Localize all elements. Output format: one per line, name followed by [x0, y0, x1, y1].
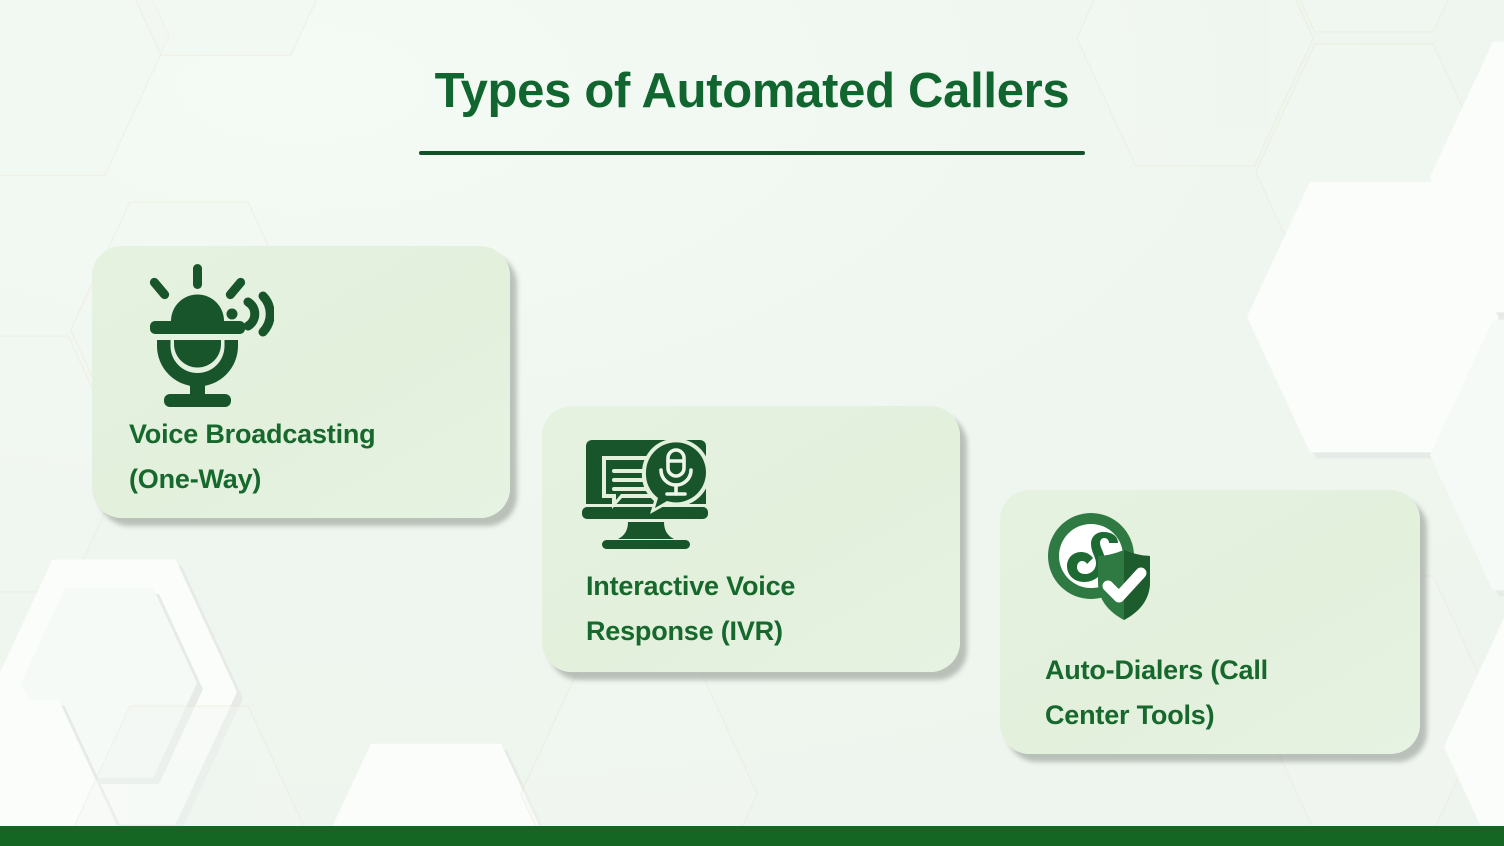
- hexagon-shape: [1444, 611, 1504, 846]
- title-block: Types of Automated Callers: [0, 62, 1504, 155]
- bottom-accent-bar: [0, 826, 1504, 846]
- hexagon-outline: [96, 0, 356, 57]
- microphone-broadcast-icon: [124, 258, 275, 413]
- card-label: Auto-Dialers (Call Center Tools): [1045, 655, 1268, 730]
- hexagon-shadow: [1450, 617, 1504, 846]
- card-label: Voice Broadcasting (One-Way): [129, 419, 376, 494]
- hexagon-shadow: [0, 705, 126, 846]
- card-voice-broadcasting[interactable]: Voice Broadcasting (One-Way): [92, 246, 510, 518]
- hexagon-shadow: [0, 565, 243, 831]
- hexagon-shape: [0, 699, 120, 846]
- title-underline-rule: [419, 151, 1085, 155]
- hexagon-shape: [0, 559, 237, 825]
- phone-shield-check-icon: [1042, 510, 1160, 627]
- hexagon-outline: [520, 665, 758, 846]
- hexagon-shadow: [27, 593, 203, 785]
- hexagon-outline: [70, 705, 308, 846]
- hexagon-shadow: [1253, 187, 1504, 459]
- monitor-voice-chat-icon: [580, 428, 712, 555]
- hexagon-shape: [1247, 181, 1499, 453]
- hexagon-shadow: [1436, 325, 1504, 597]
- page-title: Types of Automated Callers: [434, 64, 1070, 118]
- card-auto-dialers[interactable]: Auto-Dialers (Call Center Tools): [1000, 490, 1420, 754]
- hexagon-outline: [1255, 0, 1493, 33]
- card-label: Interactive Voice Response (IVR): [586, 571, 796, 646]
- card-interactive-voice-response[interactable]: Interactive Voice Response (IVR): [542, 406, 960, 672]
- hexagon-shape: [1430, 319, 1504, 591]
- hexagon-shape: [21, 587, 197, 779]
